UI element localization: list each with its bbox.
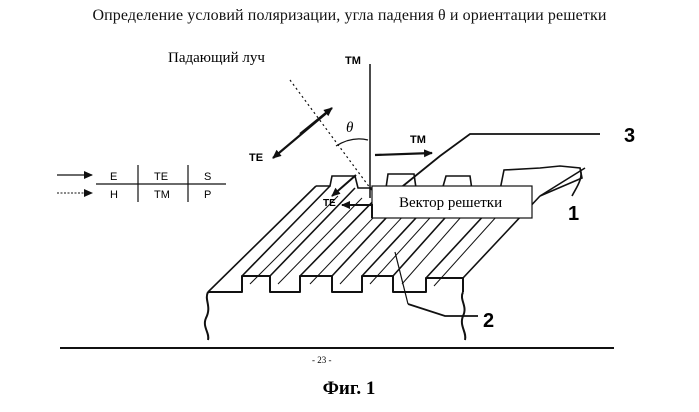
legend-table: E TE S H TM P [57, 165, 226, 202]
incident-ray-line [290, 80, 376, 196]
legend-tm: TM [154, 189, 170, 201]
tm-top-label: TM [345, 55, 361, 67]
te-polarization-arrow-back [300, 108, 332, 134]
legend-e: E [110, 171, 117, 183]
page-number: - 23 - [312, 355, 332, 365]
tm-right-label: TM [410, 134, 426, 146]
legend-p: P [204, 189, 211, 201]
grating-profile [205, 276, 465, 340]
te-left-label: TE [249, 152, 263, 164]
grating-ridges [208, 166, 585, 292]
te-small-label: TE [323, 198, 336, 209]
label-3: 3 [624, 125, 635, 147]
theta-arc [336, 139, 368, 146]
legend-s: S [204, 171, 211, 183]
incident-ray-label: Падающий луч [168, 50, 265, 66]
small-te-arrow [332, 175, 356, 196]
tm-polarization-arrow [375, 153, 432, 155]
grating-vector-label: Вектор решетки [399, 195, 502, 211]
label-1: 1 [568, 203, 579, 225]
theta-label: θ [346, 120, 354, 136]
figure-caption: Фиг. 1 [323, 378, 376, 399]
legend-te: TE [154, 171, 168, 183]
legend-h: H [110, 189, 118, 201]
label-2: 2 [483, 310, 494, 332]
